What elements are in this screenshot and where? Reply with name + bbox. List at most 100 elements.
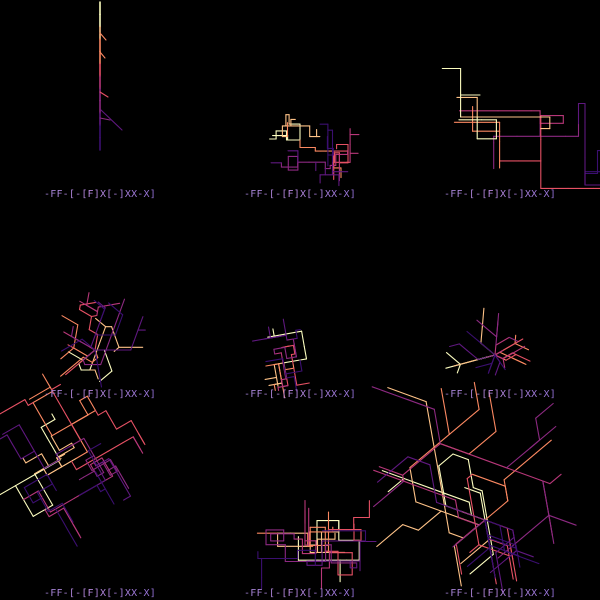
branch-segment <box>56 455 62 460</box>
branch-segment <box>86 304 99 313</box>
branch-segment <box>494 344 497 356</box>
branch-segment <box>373 469 405 482</box>
branch-segment <box>282 386 286 399</box>
branch-segment <box>50 383 61 391</box>
branch-segment <box>445 352 461 365</box>
branch-segment <box>46 437 56 453</box>
branch-segment <box>67 344 75 349</box>
branch-segment <box>56 451 68 459</box>
branch-segment <box>88 315 93 331</box>
branch-segment <box>277 334 287 338</box>
branch-segment <box>68 437 85 448</box>
branch-segment <box>41 453 50 467</box>
branch-segment <box>14 474 35 487</box>
branch-segment <box>460 510 486 521</box>
branch-segment <box>381 470 405 480</box>
branch-segment <box>78 304 81 311</box>
branch-segment <box>473 430 497 451</box>
branch-segment <box>73 324 79 349</box>
branch-segment <box>60 453 66 457</box>
branch-segment <box>448 532 465 539</box>
branch-segment <box>512 357 527 365</box>
branch-segment <box>478 544 498 552</box>
branch-segment <box>448 408 480 435</box>
branch-segment <box>471 473 506 487</box>
branch-segment <box>86 395 97 412</box>
branch-segment <box>495 552 504 594</box>
branch-segment <box>468 449 475 455</box>
branch-segment <box>89 363 93 371</box>
branch-segment <box>90 334 96 348</box>
branch-segment <box>514 334 517 345</box>
branch-segment <box>458 517 480 526</box>
branch-segment <box>114 314 124 336</box>
branch-segment <box>484 504 504 521</box>
branch-segment <box>410 447 436 469</box>
branch-segment <box>290 353 296 356</box>
branch-segment <box>292 344 296 355</box>
branch-segment <box>494 361 501 376</box>
branch-segment <box>78 308 93 318</box>
branch-segment <box>373 480 405 508</box>
branch-segment <box>61 338 83 352</box>
branch-segment <box>102 343 109 359</box>
branch-segment <box>514 342 530 351</box>
branch-segment <box>108 302 124 316</box>
branch-segment <box>102 461 109 472</box>
branch-segment <box>70 457 77 462</box>
branch-segment <box>61 502 74 523</box>
branch-segment <box>34 468 45 475</box>
cell-label-9: -FF-[-[F]X[-]XX-X] <box>400 588 600 599</box>
branch-segment <box>295 329 298 339</box>
branch-segment <box>60 347 75 360</box>
branch-segment <box>469 553 494 575</box>
plant-9 <box>371 381 577 594</box>
branch-segment <box>290 354 294 365</box>
branch-segment <box>277 386 280 392</box>
branch-segment <box>73 414 89 424</box>
branch-segment <box>494 354 506 371</box>
branch-segment <box>96 464 101 472</box>
branch-segment <box>55 453 60 461</box>
branch-segment <box>264 376 278 380</box>
branch-segment <box>438 465 447 507</box>
branch-segment <box>263 336 279 340</box>
side-branch <box>99 32 107 41</box>
branch-segment <box>495 536 515 554</box>
branch-segment <box>387 387 416 399</box>
branch-segment <box>56 457 63 468</box>
branch-segment <box>51 431 59 437</box>
branch-segment <box>273 346 286 350</box>
branch-segment <box>89 457 103 466</box>
branch-segment <box>299 358 308 361</box>
cell-label-8: -FF-[-[F]X[-]XX-X] <box>200 588 400 599</box>
plant-1 <box>99 1 123 151</box>
branch-segment <box>109 459 116 468</box>
branch-segment <box>456 363 461 374</box>
branch-segment <box>505 354 517 361</box>
branch-segment <box>502 500 509 506</box>
branch-segment <box>95 317 107 328</box>
branch-segment <box>518 452 537 468</box>
branch-segment <box>73 494 80 499</box>
branch-segment <box>96 458 110 467</box>
branch-segment <box>27 402 34 406</box>
branch-segment <box>275 376 279 387</box>
branch-segment <box>303 346 306 352</box>
branch-segment <box>280 352 283 359</box>
branch-segment <box>487 538 508 547</box>
branch-segment <box>93 470 98 477</box>
branch-segment <box>484 519 501 526</box>
branch-segment <box>107 442 124 452</box>
branch-segment <box>36 483 54 494</box>
branch-segment <box>0 485 17 496</box>
branch-segment <box>70 326 74 337</box>
branch-segment <box>484 354 496 359</box>
branch-segment <box>293 367 298 386</box>
branch-segment <box>96 484 102 493</box>
branch-segment <box>79 438 88 453</box>
branch-segment <box>439 443 469 455</box>
branch-segment <box>445 414 450 435</box>
branch-segment <box>105 410 118 430</box>
branch-segment <box>481 490 487 515</box>
